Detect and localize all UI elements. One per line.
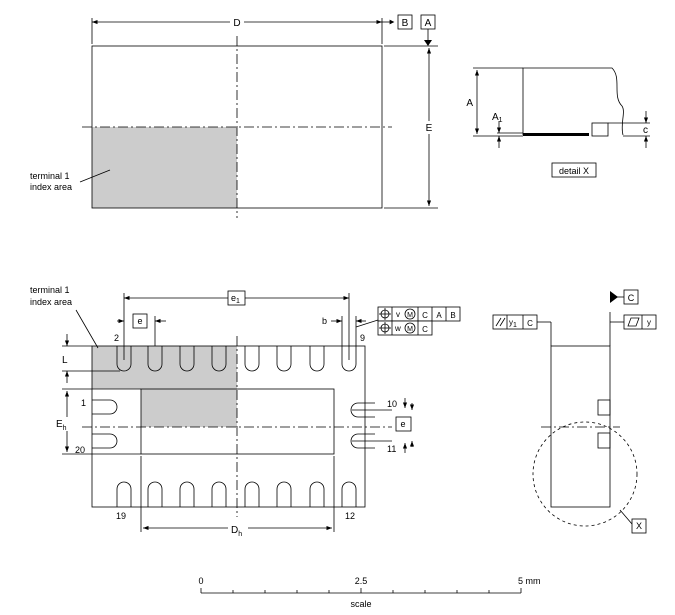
pin-19-label: 19 <box>116 511 126 521</box>
pad-15 <box>244 481 260 507</box>
exposed-die-pad <box>140 388 335 455</box>
index-area-leader-bottom <box>75 309 99 349</box>
svg-text:M: M <box>407 326 413 333</box>
pad-11 <box>350 433 375 449</box>
pin-10-label: 10 <box>387 399 397 409</box>
detail-caption-box <box>551 162 597 178</box>
pin-1-label: 1 <box>81 398 86 408</box>
dim-e1-label: e1 <box>231 293 240 305</box>
svg-text:C: C <box>422 325 428 334</box>
datum-A-label: A <box>425 18 432 29</box>
datum-C-box <box>623 289 639 305</box>
scale-ticks <box>200 588 522 593</box>
package-body-bottom <box>91 345 366 508</box>
parallelism-icon <box>495 317 502 327</box>
dim-Eh-label: Eh <box>56 419 67 432</box>
pad-6 <box>244 346 260 372</box>
pad-4 <box>179 346 195 372</box>
dim-A1-label: A1 <box>492 112 503 124</box>
mmc-modifier-icon <box>404 308 416 320</box>
pad-17 <box>179 481 195 507</box>
index-area-leader-top <box>79 169 111 183</box>
pad-14 <box>276 481 292 507</box>
dim-e-right-box <box>395 416 412 432</box>
pin-2-label: 2 <box>114 333 119 343</box>
pad-1 <box>92 399 118 415</box>
pin-12-label: 12 <box>345 511 355 521</box>
dim-e1-box <box>227 290 246 306</box>
pad-12 <box>341 481 357 507</box>
datum-B-box <box>397 14 413 30</box>
scale-bar: 0 2.5 5 mm scale <box>198 576 540 609</box>
pad-16 <box>211 481 227 507</box>
side-terminal-upper <box>597 399 611 416</box>
index-area-shading-bottom <box>92 346 237 427</box>
dim-e-label: e <box>137 316 142 326</box>
pin-11-label: 11 <box>387 444 396 454</box>
side-view: X C y1 C y <box>492 289 657 534</box>
pad-19 <box>116 481 132 507</box>
pin-20-label: 20 <box>75 445 85 455</box>
svg-text:B: B <box>450 311 455 320</box>
dim-e-right-label: e <box>400 419 405 429</box>
flatness-frame <box>623 314 657 330</box>
index-area-label-line2-top: index area <box>30 182 72 192</box>
detail-caption: detail X <box>559 166 589 176</box>
dim-c-label: c <box>643 125 648 136</box>
index-area-label-line1-bottom: terminal 1 <box>30 285 70 295</box>
pin-9-label: 9 <box>360 333 365 343</box>
scale-tick-0: 0 <box>198 576 203 586</box>
side-terminal-lower <box>597 432 611 449</box>
dim-D-label: D <box>233 18 240 29</box>
dim-b-label: b <box>322 316 327 326</box>
dim-A-label: A <box>466 98 473 109</box>
dim-Dh-label: Dh <box>231 525 242 538</box>
flatness-y: y <box>647 318 651 327</box>
detail-x-ref-box <box>631 518 647 534</box>
top-view: D B A E terminal 1 index area <box>30 14 438 218</box>
detail-body-outline <box>522 67 624 136</box>
svg-text:A: A <box>436 311 442 320</box>
bottom-view: 2 9 1 20 10 11 19 12 e1 e b <box>30 285 461 538</box>
pad-2 <box>116 346 132 372</box>
pad-9 <box>341 346 357 372</box>
pad-10 <box>350 402 375 418</box>
pad-5 <box>211 346 227 372</box>
svg-text:M: M <box>407 312 413 319</box>
pad-7 <box>276 346 292 372</box>
index-area-shading-top <box>92 127 237 208</box>
pad-18 <box>147 481 163 507</box>
detail-x-circle <box>532 421 638 527</box>
position-tolerance-frame-v: v M C A B <box>377 306 461 322</box>
parallelism-y1: y1 <box>509 318 517 329</box>
scale-label: scale <box>350 599 371 609</box>
index-area-label-line1-top: terminal 1 <box>30 171 70 181</box>
pad-13 <box>309 481 325 507</box>
pad-3 <box>147 346 163 372</box>
dim-e-box <box>132 313 148 329</box>
scale-tick-2-5: 2.5 <box>355 576 368 586</box>
index-area-label-line2-bottom: index area <box>30 297 72 307</box>
dim-L-label: L <box>62 355 68 366</box>
svg-text:v: v <box>396 310 400 319</box>
position-tolerance-frame-w: w M C <box>377 320 433 336</box>
datum-B-label: B <box>402 18 409 29</box>
datum-C-label: C <box>628 293 635 303</box>
pad-8 <box>309 346 325 372</box>
detail-x-ref: X <box>636 521 642 531</box>
dim-E-label: E <box>426 123 433 134</box>
parallelism-datum-C: C <box>527 319 533 328</box>
flatness-icon <box>627 317 640 327</box>
scale-tick-5mm: 5 mm <box>518 576 541 586</box>
svg-text:w: w <box>394 324 401 333</box>
detail-terminal <box>591 122 609 137</box>
detail-die-pad <box>523 133 589 136</box>
svg-text:C: C <box>422 311 428 320</box>
detail-x-view: A A1 c detail X <box>466 67 650 178</box>
pad-20 <box>92 433 118 449</box>
side-body <box>550 345 611 508</box>
